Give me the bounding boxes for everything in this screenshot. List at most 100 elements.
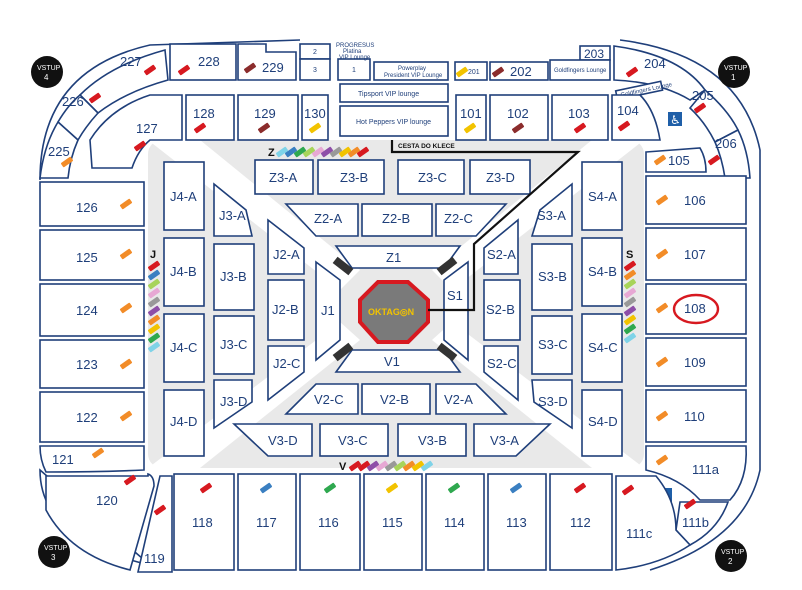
section-z2-c[interactable]: [435, 203, 508, 237]
section-v2-c[interactable]: [284, 383, 359, 415]
section-z3-d[interactable]: [469, 159, 531, 195]
section-label-j3-a: J3-A: [219, 208, 246, 223]
section-z3-a[interactable]: [254, 159, 314, 195]
section-j3-a[interactable]: [213, 182, 254, 237]
section-101[interactable]: [455, 94, 487, 141]
section-129[interactable]: [237, 94, 299, 141]
section-label-130: 130: [304, 106, 326, 121]
section-229[interactable]: [237, 43, 297, 81]
section-130[interactable]: [301, 94, 329, 141]
section-s2-a[interactable]: [483, 218, 519, 275]
section-s4-c[interactable]: [581, 313, 623, 383]
section-120[interactable]: [45, 472, 155, 571]
section-j1[interactable]: [315, 260, 341, 362]
section-j4-d[interactable]: [163, 389, 205, 457]
section-103[interactable]: [551, 94, 609, 141]
entrance-vstup-3[interactable]: VSTUP 3: [38, 536, 70, 568]
entrance-vstup-1[interactable]: VSTUP 1: [718, 56, 750, 88]
section-121[interactable]: [39, 445, 145, 473]
cage-path-label: CESTA DO KLECE: [398, 143, 455, 150]
section-label-s4-d: S4-D: [588, 414, 618, 429]
section-label-j4-d: J4-D: [170, 414, 197, 429]
section-102[interactable]: [489, 94, 549, 141]
section-127[interactable]: [89, 94, 183, 169]
section-j4-a[interactable]: [163, 161, 205, 231]
section-117[interactable]: [237, 473, 297, 571]
section-j3-c[interactable]: [213, 315, 255, 375]
powerplay-lounge[interactable]: [373, 61, 449, 81]
section-s4-a[interactable]: [581, 161, 623, 231]
goldfingers-lounge[interactable]: [549, 59, 611, 81]
section-label-s1: S1: [447, 288, 463, 303]
section-s4-b[interactable]: [581, 237, 623, 307]
section-label-204: 204: [644, 56, 666, 71]
section-s3-b[interactable]: [531, 243, 573, 311]
section-j4-c[interactable]: [163, 313, 205, 383]
hotpeppers-vip-lounge[interactable]: [339, 105, 449, 137]
section-v2-a[interactable]: [435, 383, 508, 415]
corner-block-tl: [332, 256, 354, 276]
section-v1[interactable]: [334, 349, 462, 373]
section-z2-b[interactable]: [361, 203, 433, 237]
section-v3-c[interactable]: [319, 423, 389, 457]
section-105[interactable]: [645, 147, 707, 173]
section-label-107: 107: [684, 247, 706, 262]
section-v3-d[interactable]: [231, 423, 313, 457]
section-v3-b[interactable]: [397, 423, 467, 457]
section-201[interactable]: [454, 61, 488, 81]
section-label-z2-a: Z2-A: [314, 211, 343, 226]
section-label-j3-d: J3-D: [220, 394, 247, 409]
section-v2-b[interactable]: [361, 383, 431, 415]
entrance-vstup-2[interactable]: VSTUP 2: [715, 540, 747, 572]
section-label-z3-b: Z3-B: [340, 170, 368, 185]
entrance-vstup-4[interactable]: VSTUP 4: [31, 56, 63, 88]
section-111c[interactable]: [615, 475, 692, 571]
progresus-box-2-label: 2: [313, 49, 317, 56]
section-label-j2-a: J2-A: [273, 247, 300, 262]
tipsport-vip-lounge[interactable]: [339, 83, 449, 103]
section-label-104: 104: [617, 103, 639, 118]
tipsport-vip-lounge-label: Tipsport VIP lounge: [358, 91, 419, 98]
highlight-circle-108: [672, 293, 720, 325]
section-227[interactable]: [78, 48, 169, 115]
section-j4-b[interactable]: [163, 237, 205, 307]
section-v3-a[interactable]: [473, 423, 553, 457]
side-letter-v: V: [339, 461, 347, 473]
progresus-box-3[interactable]: [299, 58, 331, 81]
section-label-119: 119: [144, 551, 165, 566]
section-s3-d[interactable]: [531, 379, 573, 430]
section-226[interactable]: [56, 93, 100, 142]
section-j2-a[interactable]: [267, 218, 305, 275]
section-z3-c[interactable]: [397, 159, 465, 195]
section-label-120: 120: [96, 493, 118, 508]
powerplay-title: Powerplay: [398, 66, 426, 72]
section-label-111c: 111c: [626, 526, 653, 541]
section-111a[interactable]: [645, 445, 747, 501]
corner-block-tr: [436, 256, 458, 276]
section-s4-d[interactable]: [581, 389, 623, 457]
section-label-j1: J1: [321, 303, 335, 318]
section-119[interactable]: [136, 475, 173, 573]
section-128[interactable]: [185, 94, 235, 141]
section-label-229: 229: [262, 60, 284, 75]
section-label-z3-a: Z3-A: [269, 170, 298, 185]
section-z2-a[interactable]: [284, 203, 359, 237]
section-202[interactable]: [489, 61, 549, 81]
section-115[interactable]: [363, 473, 423, 571]
section-s3-a[interactable]: [530, 182, 573, 237]
section-s3-c[interactable]: [531, 315, 573, 375]
section-label-108: 108: [684, 301, 706, 316]
section-label-j2-c: J2-C: [273, 356, 300, 371]
section-j3-b[interactable]: [213, 243, 255, 311]
section-z3-b[interactable]: [317, 159, 385, 195]
progresus-box-1[interactable]: [337, 58, 371, 81]
section-j3-d[interactable]: [213, 379, 253, 430]
section-label-206: 206: [715, 136, 737, 151]
section-label-v2-b: V2-B: [380, 392, 409, 407]
section-s2-b[interactable]: [483, 279, 521, 341]
section-108[interactable]: [645, 283, 747, 335]
section-s2-c[interactable]: [483, 345, 519, 402]
section-j2-b[interactable]: [267, 279, 305, 341]
section-j2-c[interactable]: [267, 345, 305, 402]
